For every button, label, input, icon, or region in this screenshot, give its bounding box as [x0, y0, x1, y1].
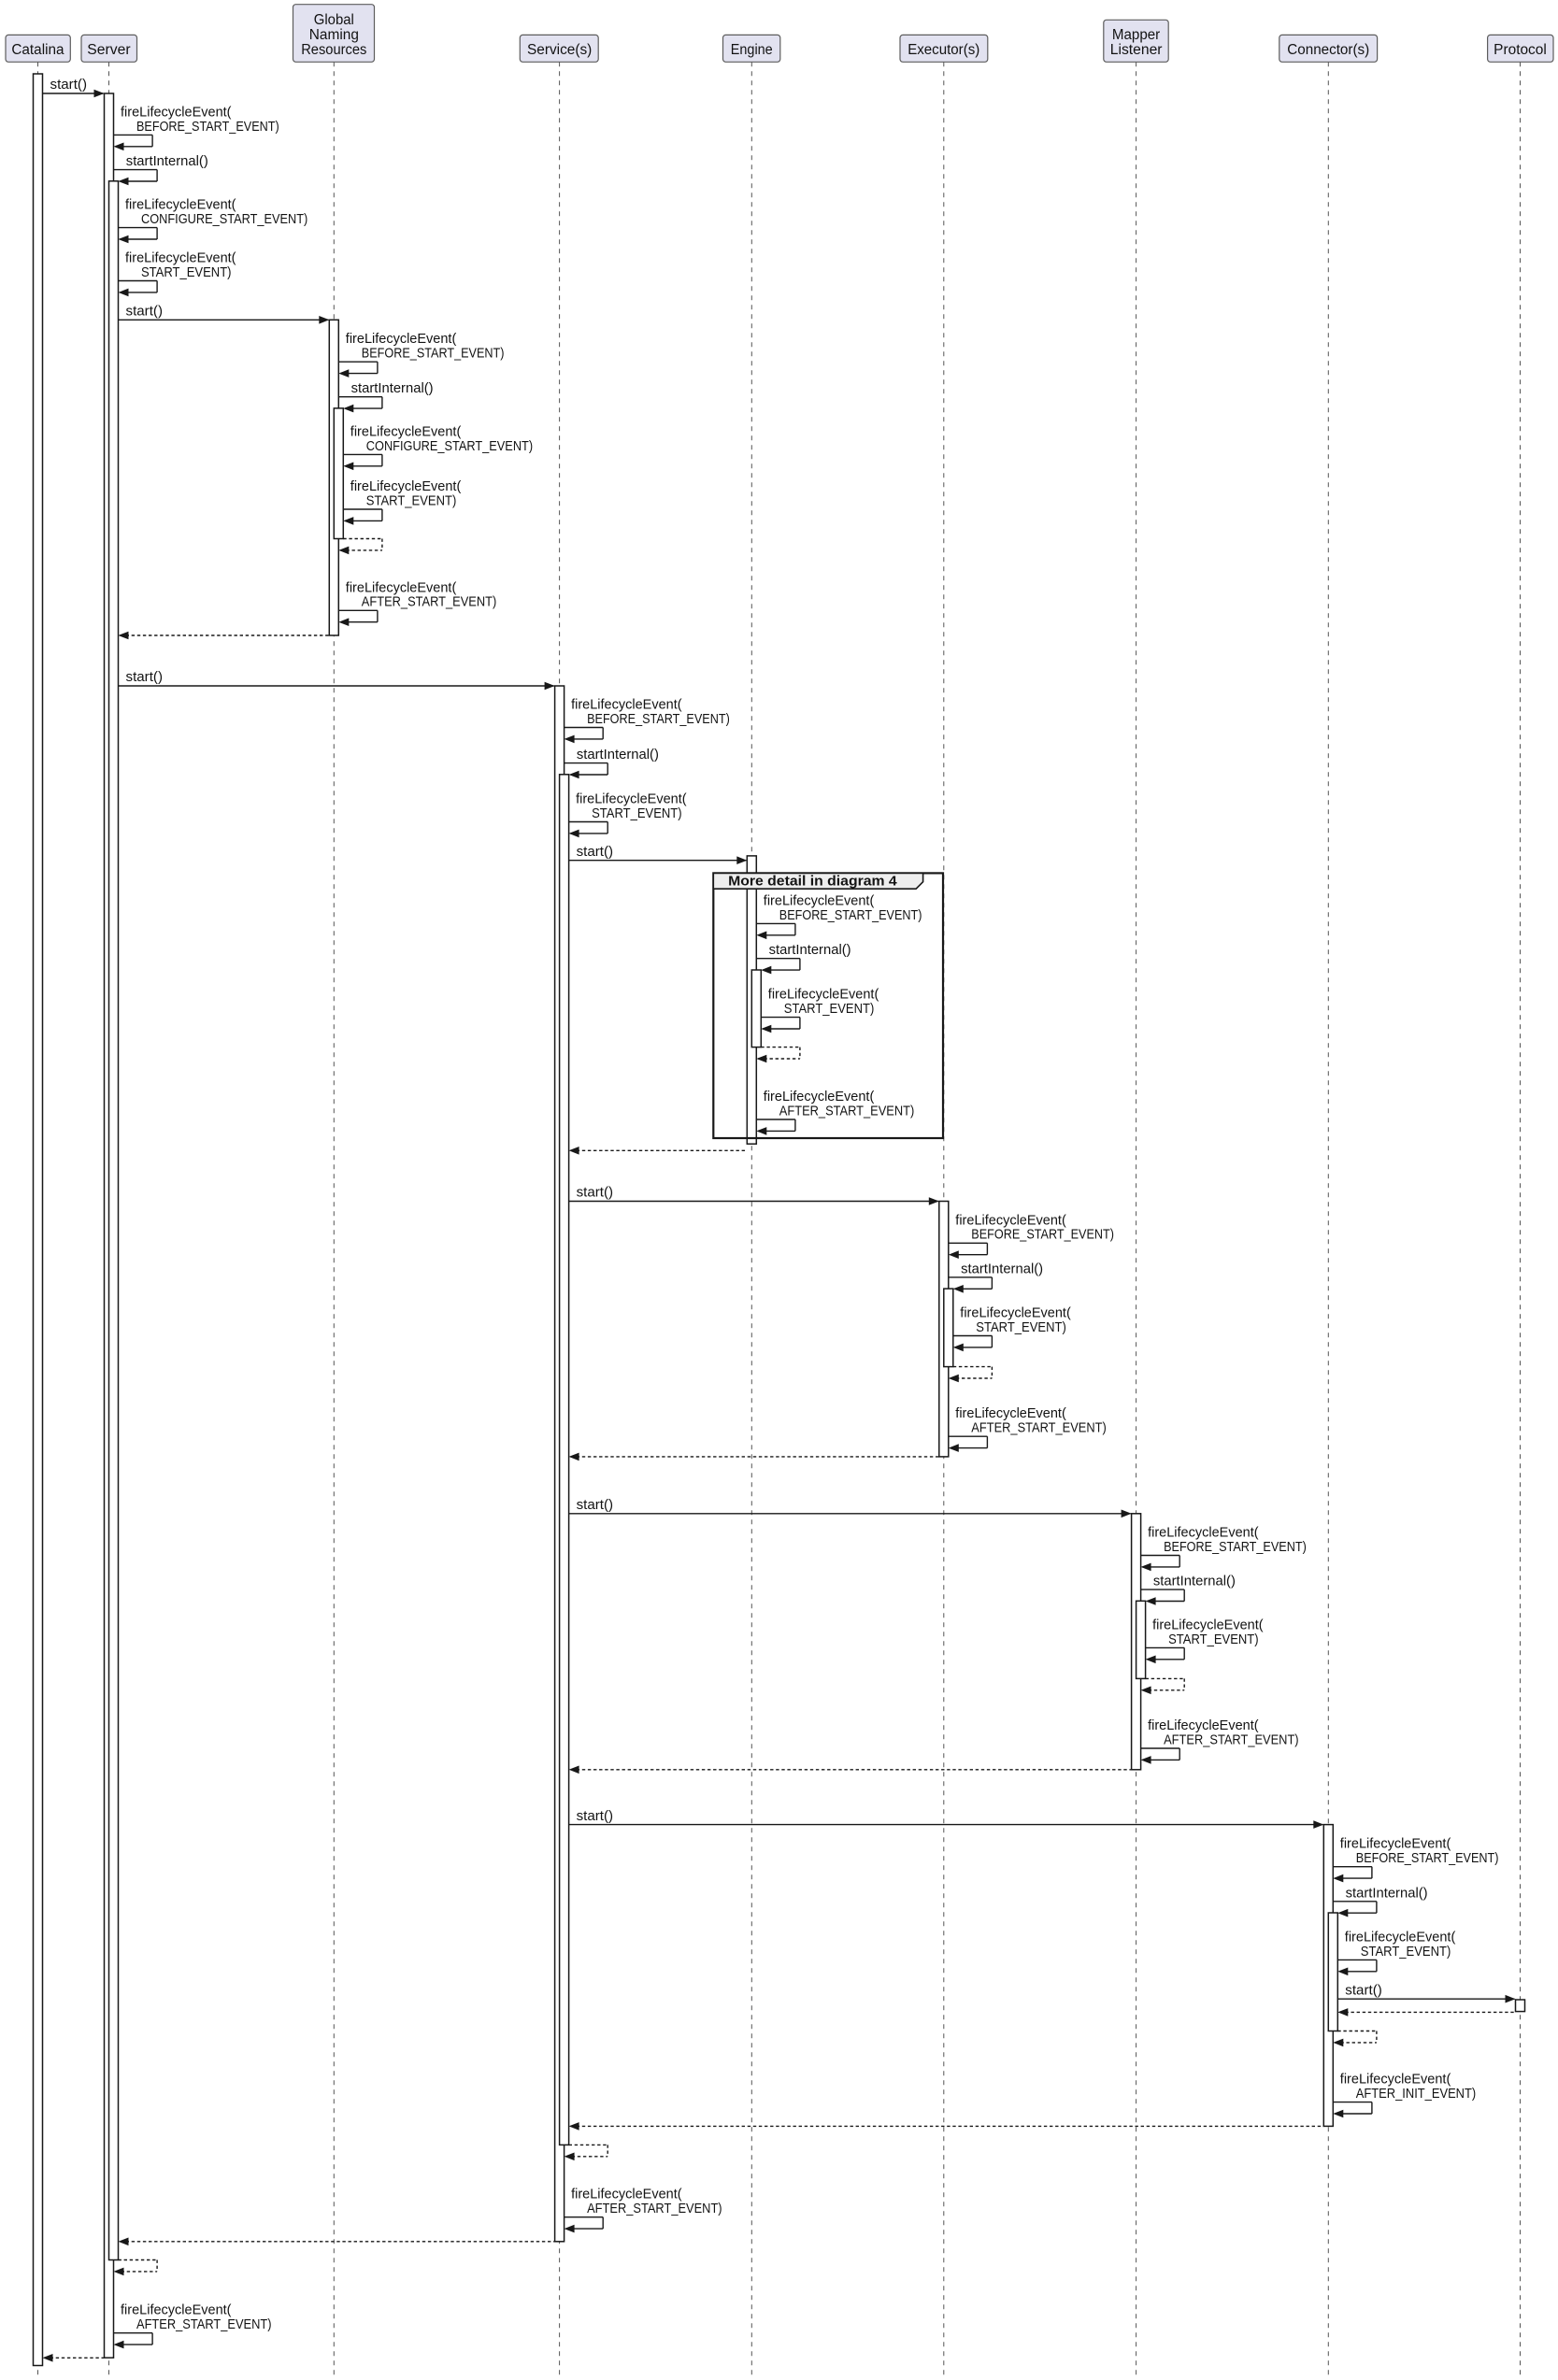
- svg-text:start(): start(): [1345, 1983, 1382, 1998]
- svg-text:More detail in diagram 4: More detail in diagram 4: [728, 875, 898, 890]
- svg-text:Listener: Listener: [1110, 42, 1163, 58]
- svg-text:fireLifecycleEvent(: fireLifecycleEvent(: [1148, 1526, 1259, 1541]
- svg-text:fireLifecycleEvent(: fireLifecycleEvent(: [346, 332, 457, 347]
- svg-text:fireLifecycleEvent(: fireLifecycleEvent(: [350, 424, 462, 439]
- svg-text:startInternal(): startInternal(): [126, 154, 208, 169]
- svg-text:fireLifecycleEvent(: fireLifecycleEvent(: [125, 198, 236, 213]
- svg-text:Global: Global: [314, 12, 354, 28]
- svg-text:AFTER_START_EVENT): AFTER_START_EVENT): [1164, 1732, 1299, 1747]
- svg-text:BEFORE_START_EVENT): BEFORE_START_EVENT): [587, 712, 730, 727]
- svg-text:fireLifecycleEvent(: fireLifecycleEvent(: [121, 105, 232, 120]
- svg-text:start(): start(): [577, 1186, 614, 1201]
- svg-text:start(): start(): [577, 1809, 614, 1824]
- svg-text:START_EVENT): START_EVENT): [1168, 1632, 1259, 1647]
- svg-text:AFTER_INIT_EVENT): AFTER_INIT_EVENT): [1356, 2087, 1476, 2102]
- svg-text:Service(s): Service(s): [527, 42, 592, 58]
- svg-text:fireLifecycleEvent(: fireLifecycleEvent(: [571, 2188, 682, 2202]
- svg-text:CONFIGURE_START_EVENT): CONFIGURE_START_EVENT): [366, 439, 533, 454]
- svg-text:BEFORE_START_EVENT): BEFORE_START_EVENT): [1164, 1540, 1307, 1555]
- svg-text:AFTER_START_EVENT): AFTER_START_EVENT): [971, 1421, 1107, 1436]
- svg-text:fireLifecycleEvent(: fireLifecycleEvent(: [346, 580, 457, 595]
- svg-text:fireLifecycleEvent(: fireLifecycleEvent(: [955, 1213, 1066, 1228]
- svg-text:start(): start(): [577, 1498, 614, 1513]
- svg-text:start(): start(): [50, 78, 88, 93]
- svg-text:start(): start(): [126, 670, 164, 685]
- svg-text:start(): start(): [126, 305, 164, 320]
- svg-text:startInternal(): startInternal(): [1153, 1575, 1236, 1589]
- svg-text:Connector(s): Connector(s): [1287, 42, 1369, 58]
- svg-text:fireLifecycleEvent(: fireLifecycleEvent(: [350, 479, 462, 494]
- svg-text:START_EVENT): START_EVENT): [784, 1002, 875, 1017]
- svg-text:fireLifecycleEvent(: fireLifecycleEvent(: [764, 1090, 875, 1104]
- svg-text:BEFORE_START_EVENT): BEFORE_START_EVENT): [779, 908, 922, 923]
- svg-text:startInternal(): startInternal(): [961, 1261, 1043, 1276]
- svg-text:Executor(s): Executor(s): [908, 42, 979, 58]
- svg-text:Protocol: Protocol: [1494, 42, 1547, 58]
- svg-text:START_EVENT): START_EVENT): [592, 806, 682, 821]
- svg-text:fireLifecycleEvent(: fireLifecycleEvent(: [1152, 1618, 1264, 1632]
- svg-text:CONFIGURE_START_EVENT): CONFIGURE_START_EVENT): [141, 212, 307, 227]
- svg-text:fireLifecycleEvent(: fireLifecycleEvent(: [1345, 1930, 1456, 1945]
- svg-text:fireLifecycleEvent(: fireLifecycleEvent(: [576, 792, 687, 807]
- svg-text:fireLifecycleEvent(: fireLifecycleEvent(: [571, 698, 682, 713]
- svg-text:BEFORE_START_EVENT): BEFORE_START_EVENT): [971, 1228, 1114, 1243]
- svg-text:Mapper: Mapper: [1112, 27, 1160, 43]
- svg-text:BEFORE_START_EVENT): BEFORE_START_EVENT): [136, 120, 279, 135]
- svg-text:fireLifecycleEvent(: fireLifecycleEvent(: [1340, 2073, 1451, 2088]
- svg-text:BEFORE_START_EVENT): BEFORE_START_EVENT): [1356, 1851, 1499, 1866]
- svg-text:AFTER_START_EVENT): AFTER_START_EVENT): [779, 1104, 915, 1119]
- svg-text:Catalina: Catalina: [11, 42, 64, 58]
- svg-text:startInternal(): startInternal(): [351, 381, 434, 396]
- svg-text:fireLifecycleEvent(: fireLifecycleEvent(: [125, 251, 236, 266]
- svg-text:fireLifecycleEvent(: fireLifecycleEvent(: [1148, 1718, 1259, 1733]
- svg-text:startInternal(): startInternal(): [577, 748, 659, 762]
- svg-text:fireLifecycleEvent(: fireLifecycleEvent(: [1340, 1837, 1451, 1852]
- svg-text:START_EVENT): START_EVENT): [976, 1320, 1066, 1335]
- svg-text:Naming: Naming: [309, 27, 359, 43]
- svg-text:fireLifecycleEvent(: fireLifecycleEvent(: [960, 1306, 1071, 1321]
- svg-text:AFTER_START_EVENT): AFTER_START_EVENT): [362, 595, 497, 610]
- svg-text:START_EVENT): START_EVENT): [1361, 1945, 1451, 1960]
- svg-text:fireLifecycleEvent(: fireLifecycleEvent(: [955, 1406, 1066, 1421]
- svg-text:Engine: Engine: [731, 42, 773, 58]
- svg-text:startInternal(): startInternal(): [1346, 1886, 1428, 1901]
- svg-text:fireLifecycleEvent(: fireLifecycleEvent(: [764, 893, 875, 908]
- svg-text:start(): start(): [577, 845, 614, 860]
- svg-text:fireLifecycleEvent(: fireLifecycleEvent(: [121, 2303, 232, 2318]
- svg-text:START_EVENT): START_EVENT): [366, 493, 457, 508]
- svg-text:AFTER_START_EVENT): AFTER_START_EVENT): [136, 2317, 272, 2332]
- svg-text:AFTER_START_EVENT): AFTER_START_EVENT): [587, 2202, 722, 2216]
- svg-text:fireLifecycleEvent(: fireLifecycleEvent(: [768, 988, 879, 1003]
- svg-text:BEFORE_START_EVENT): BEFORE_START_EVENT): [362, 347, 505, 362]
- svg-text:startInternal(): startInternal(): [769, 943, 851, 958]
- svg-text:START_EVENT): START_EVENT): [141, 265, 232, 280]
- svg-text:Resources: Resources: [301, 42, 367, 58]
- svg-text:Server: Server: [87, 42, 130, 58]
